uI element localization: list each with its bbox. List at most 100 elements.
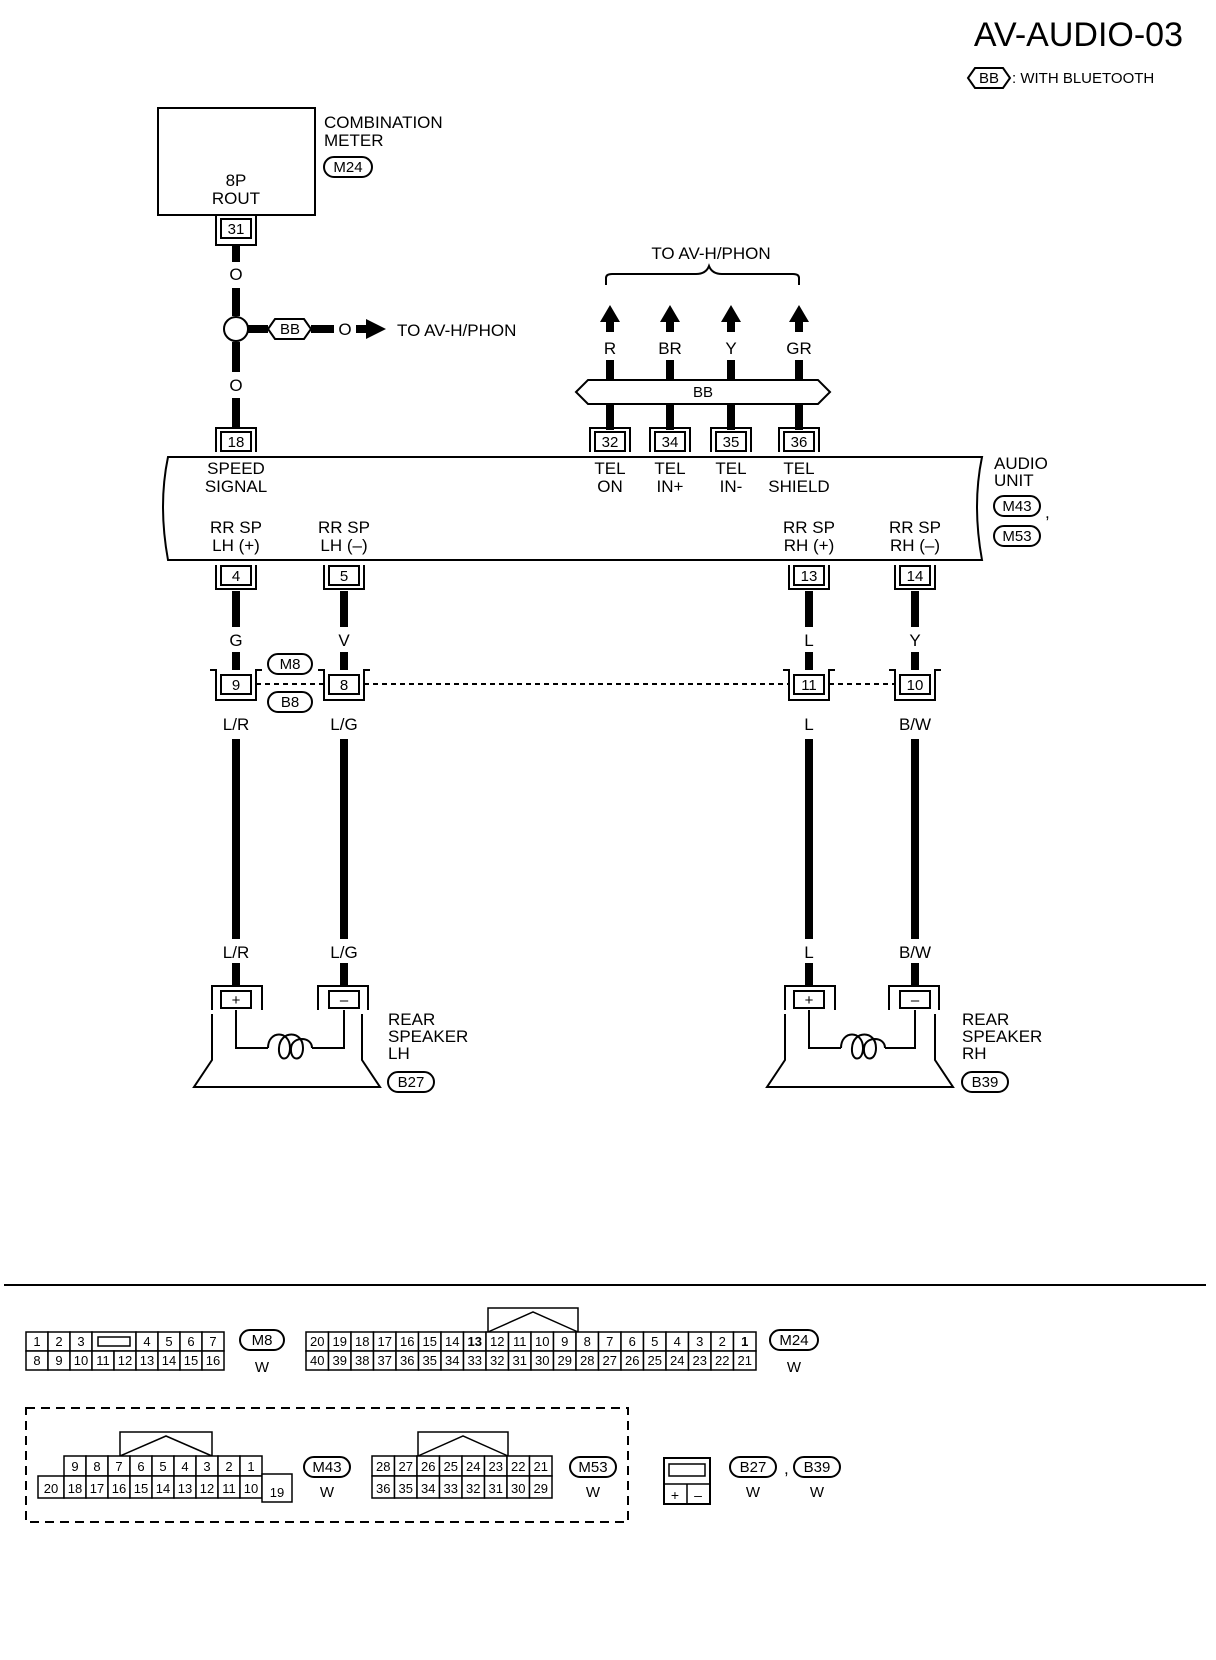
m43-color: W (320, 1484, 335, 1501)
speaker-name-2: SPEAKER (962, 1027, 1042, 1046)
wire-color-in: V (338, 631, 350, 650)
m53-pin: 28 (376, 1459, 390, 1474)
m24-pin: 8 (584, 1334, 591, 1349)
audio-pin-name-2: LH (–) (320, 536, 367, 555)
m43-pin: 16 (112, 1481, 126, 1496)
tel-wire-color: BR (658, 339, 682, 358)
m53-pin: 31 (489, 1481, 503, 1496)
splice-point (223, 316, 249, 342)
m43-pin: 10 (244, 1481, 258, 1496)
m24-pin: 14 (445, 1334, 459, 1349)
m24-pin: 18 (355, 1334, 369, 1349)
m43-cell (261, 1473, 293, 1503)
tel-pin-name-2: IN- (720, 477, 743, 496)
audio-pin-rh-plus: RR SP RH (+) 13 (783, 518, 835, 590)
speaker-name-1: REAR (962, 1010, 1009, 1029)
speaker-face-lock-icon (668, 1463, 706, 1477)
m24-pin: 16 (400, 1334, 414, 1349)
m24-tag (769, 1329, 819, 1351)
meter-pin-31: 31 (228, 221, 245, 238)
m24-pin: 31 (513, 1353, 527, 1368)
wire-color-end: B/W (899, 943, 931, 962)
m24-pin: 2 (719, 1334, 726, 1349)
combination-meter-name-1: COMBINATION (324, 113, 443, 132)
branch-arrow-icon (366, 319, 386, 339)
audio-pin-18-name-1: SPEED (207, 459, 265, 478)
joint-pin: 9 (232, 677, 240, 694)
m24-pin: 39 (333, 1353, 347, 1368)
joint-connector-bottom: B8 (281, 694, 299, 711)
speaker-wire-rh-plus: L 11 L L (783, 591, 835, 986)
m43-tag (303, 1456, 351, 1478)
m24-pin: 6 (629, 1334, 636, 1349)
branch-wire-color: O (338, 320, 351, 339)
m43-pin: 13 (178, 1481, 192, 1496)
b39-color: W (810, 1484, 825, 1501)
audio-pin-name-1: RR SP (783, 518, 835, 537)
m8-pin: 12 (118, 1353, 132, 1368)
wire-color-in: Y (909, 631, 920, 650)
m53-pin: 22 (511, 1459, 525, 1474)
m43-pin: 7 (115, 1459, 122, 1474)
m8-tag (239, 1329, 285, 1351)
b27-color: W (746, 1484, 761, 1501)
m24-pin: 25 (648, 1353, 662, 1368)
arrow-up-icon (660, 305, 680, 332)
m53-cell (528, 1475, 553, 1499)
m43-pin: 5 (159, 1459, 166, 1474)
speed-wire-color-lower: O (229, 376, 242, 395)
tel-pin-name-1: TEL (594, 459, 625, 478)
m43-pin: 8 (93, 1459, 100, 1474)
wire-color-out: B/W (899, 715, 931, 734)
m24-pin: 24 (670, 1353, 684, 1368)
tel-group: TO AV-H/PHON BB R 32 TEL ON BR 34 TEL (574, 244, 832, 496)
audio-unit-name-2: UNIT (994, 471, 1034, 490)
speaker-minus: – (911, 992, 920, 1009)
m24-pin: 34 (445, 1353, 459, 1368)
speaker-minus: – (340, 992, 349, 1009)
m8-pin: 8 (33, 1353, 40, 1368)
wire-color-end: L (804, 943, 813, 962)
m24-pin: 30 (535, 1353, 549, 1368)
m8-pin: 11 (96, 1353, 110, 1368)
combination-meter-connector: M24 (333, 159, 362, 176)
m24-pin: 17 (378, 1334, 392, 1349)
m53-pin: 29 (534, 1481, 548, 1496)
audio-pin-name-1: RR SP (889, 518, 941, 537)
audio-unit: AUDIO UNIT M43 , M53 18 SPEED SIGNAL RR … (162, 427, 1050, 590)
m24-cell (732, 1350, 757, 1371)
wire-color-end: L/G (330, 943, 357, 962)
wire-color-end: L/R (223, 943, 249, 962)
m43-pin: 9 (71, 1459, 78, 1474)
audio-pin-18: 18 (228, 434, 245, 451)
speaker-coil-icon (235, 1010, 345, 1060)
m24-color: W (787, 1359, 802, 1376)
tel-pin: 34 (662, 434, 679, 451)
m24-key-icon (487, 1307, 579, 1333)
m8-pin: 2 (55, 1334, 62, 1349)
m43-pin: 18 (68, 1481, 82, 1496)
audio-unit-connector-sep: , (1045, 503, 1050, 522)
m53-pin: 36 (376, 1481, 390, 1496)
speaker-wire-lh-plus: G 9 L/R L/R (210, 591, 262, 986)
m53-pin: 25 (444, 1459, 458, 1474)
audio-pin-lh-plus: RR SP LH (+) 4 (210, 518, 262, 590)
audio-pin-name-1: RR SP (210, 518, 262, 537)
speaker-face-plus: + (671, 1487, 679, 1503)
speaker-wire-rh-minus: Y 10 B/W B/W (889, 591, 941, 986)
m43-pin: 15 (134, 1481, 148, 1496)
m8-color: W (255, 1359, 270, 1376)
speaker-wire-lh-minus: V 8 L/G L/G (318, 591, 370, 986)
m43-pin: 19 (270, 1485, 284, 1500)
speaker-face-sep: , (784, 1459, 789, 1478)
m24-pin: 5 (651, 1334, 658, 1349)
tel-pin-name-1: TEL (654, 459, 685, 478)
rear-speaker-rh: + – REAR SPEAKER RH B39 (765, 985, 1042, 1093)
combination-meter: COMBINATION METER M24 8P ROUT 31 (157, 107, 443, 246)
tel-wire-r: R 32 TEL ON (589, 305, 631, 496)
m8-cell (201, 1350, 225, 1371)
branch-tag: BB (280, 321, 300, 338)
speaker-name-2: SPEAKER (388, 1027, 468, 1046)
speaker-name-3: LH (388, 1044, 410, 1063)
m8-pin: 9 (55, 1353, 62, 1368)
